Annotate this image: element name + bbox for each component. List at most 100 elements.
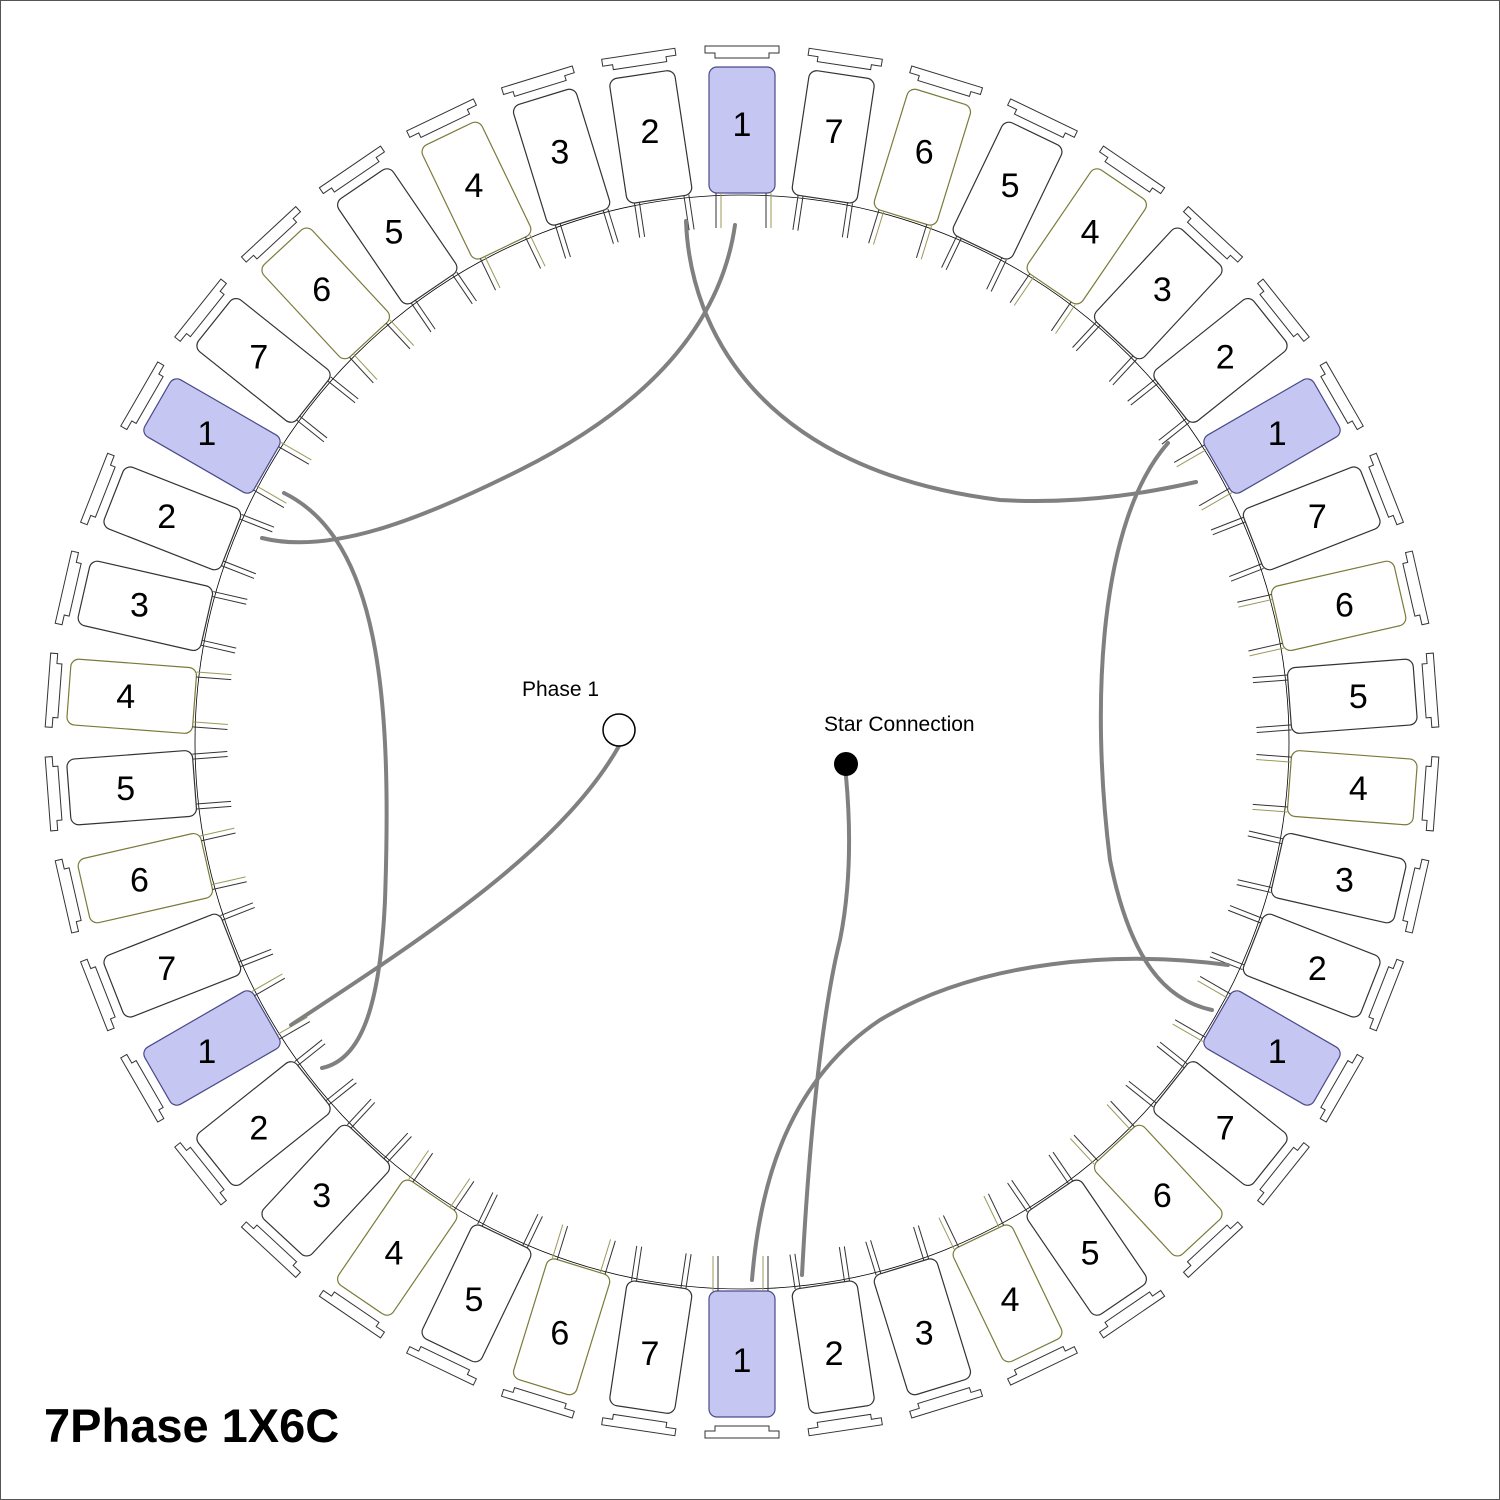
coil-label: 7 bbox=[1308, 498, 1327, 536]
coil-lead bbox=[192, 755, 228, 760]
coil-label: 6 bbox=[312, 271, 331, 309]
coil-24[interactable] bbox=[500, 1222, 625, 1419]
coil-41[interactable] bbox=[500, 65, 625, 262]
coil-lead bbox=[1256, 729, 1292, 734]
coil-lead bbox=[389, 319, 415, 346]
coil-10[interactable] bbox=[1235, 550, 1430, 664]
coil-lead bbox=[1072, 321, 1097, 348]
coil-lead bbox=[920, 225, 933, 260]
coil-lead bbox=[868, 209, 880, 244]
coil-33[interactable] bbox=[44, 652, 232, 740]
coil-26[interactable] bbox=[318, 1146, 483, 1339]
coil-bracket bbox=[318, 145, 386, 195]
coil-lead bbox=[253, 489, 285, 508]
coil-lead bbox=[1238, 598, 1273, 608]
coil-bracket bbox=[79, 958, 116, 1032]
coil-lead bbox=[254, 977, 286, 997]
coil-bracket bbox=[1256, 278, 1310, 343]
coil-bracket bbox=[1098, 1289, 1166, 1339]
coil-body bbox=[66, 658, 198, 734]
coil-22[interactable] bbox=[704, 1256, 780, 1439]
coil-label: 1 bbox=[197, 1033, 216, 1071]
coil-body bbox=[609, 1280, 693, 1414]
coil-lead bbox=[522, 1213, 539, 1246]
coil-11[interactable] bbox=[1252, 652, 1440, 740]
coil-lead bbox=[915, 224, 928, 259]
coil-lead bbox=[1229, 905, 1263, 919]
coil-4[interactable] bbox=[932, 98, 1078, 295]
coil-lead bbox=[846, 203, 853, 239]
coil-body bbox=[1153, 1061, 1288, 1187]
coil-2[interactable] bbox=[782, 47, 883, 239]
coil-bracket bbox=[807, 47, 883, 71]
coil-lead bbox=[865, 1241, 877, 1276]
coil-body bbox=[609, 70, 693, 204]
coil-27[interactable] bbox=[240, 1094, 419, 1279]
coil-lead bbox=[346, 1098, 372, 1126]
coil-35[interactable] bbox=[79, 452, 277, 588]
coil-9[interactable] bbox=[1207, 452, 1405, 588]
coil-bracket bbox=[1006, 1345, 1078, 1386]
coil-bracket bbox=[174, 1141, 228, 1206]
coil-16[interactable] bbox=[1121, 1034, 1310, 1206]
coil-lead bbox=[350, 1102, 376, 1129]
coil-42[interactable] bbox=[601, 47, 702, 239]
coil-lead bbox=[349, 356, 374, 384]
coil-lead bbox=[484, 256, 501, 289]
coil-17[interactable] bbox=[1064, 1094, 1244, 1279]
coil-label: 1 bbox=[1268, 415, 1287, 453]
coil-lead bbox=[192, 721, 228, 726]
coil-38[interactable] bbox=[240, 205, 419, 391]
coil-lead bbox=[328, 1082, 357, 1106]
coil-3[interactable] bbox=[858, 65, 984, 262]
coil-6[interactable] bbox=[1064, 205, 1244, 391]
coil-bracket bbox=[406, 1345, 478, 1386]
coil-lead bbox=[278, 446, 310, 465]
coil-5[interactable] bbox=[1001, 145, 1166, 338]
phase-wire-1 bbox=[684, 219, 1198, 503]
star-connection-label: Star Connection bbox=[824, 713, 975, 736]
coil-29[interactable] bbox=[120, 967, 316, 1123]
coil-30[interactable] bbox=[79, 895, 277, 1032]
coil-39[interactable] bbox=[318, 145, 483, 338]
coil-body bbox=[1286, 750, 1418, 826]
coil-36[interactable] bbox=[120, 361, 316, 517]
phase-wire-6 bbox=[750, 956, 1230, 1282]
coil-28[interactable] bbox=[174, 1034, 363, 1206]
coil-body bbox=[421, 1224, 532, 1363]
coil-21[interactable] bbox=[782, 1245, 883, 1437]
coil-40[interactable] bbox=[406, 98, 553, 295]
coil-19[interactable] bbox=[932, 1189, 1078, 1386]
coil-label: 1 bbox=[733, 1342, 752, 1380]
coil-37[interactable] bbox=[174, 278, 363, 450]
coil-lead bbox=[1210, 516, 1244, 531]
coil-7[interactable] bbox=[1121, 278, 1310, 450]
coil-lead bbox=[1013, 276, 1035, 306]
coil-label: 6 bbox=[1153, 1177, 1172, 1215]
coil-lead bbox=[1106, 1104, 1132, 1131]
coil-bracket bbox=[406, 98, 478, 139]
coil-32[interactable] bbox=[44, 744, 232, 832]
coil-20[interactable] bbox=[858, 1222, 984, 1419]
coil-15[interactable] bbox=[1169, 967, 1364, 1123]
coil-8[interactable] bbox=[1169, 361, 1364, 517]
coil-14[interactable] bbox=[1207, 895, 1405, 1032]
coil-lead bbox=[213, 591, 248, 600]
coil-lead bbox=[1173, 444, 1205, 463]
coil-23[interactable] bbox=[601, 1245, 702, 1437]
coil-1[interactable] bbox=[704, 45, 780, 228]
coil-13[interactable] bbox=[1235, 820, 1430, 934]
phase-1-terminal[interactable] bbox=[602, 713, 636, 747]
coil-31[interactable] bbox=[54, 820, 249, 934]
coil-bracket bbox=[240, 1221, 302, 1279]
coil-25[interactable] bbox=[406, 1189, 553, 1386]
coil-body bbox=[66, 750, 198, 826]
coil-body bbox=[196, 297, 331, 423]
coil-lead bbox=[1198, 487, 1230, 507]
coil-lead bbox=[1237, 594, 1272, 603]
coil-12[interactable] bbox=[1252, 744, 1440, 832]
coil-18[interactable] bbox=[1001, 1146, 1166, 1339]
coil-34[interactable] bbox=[54, 550, 249, 664]
star-connection-terminal[interactable] bbox=[834, 752, 858, 776]
coil-lead bbox=[551, 1224, 564, 1259]
